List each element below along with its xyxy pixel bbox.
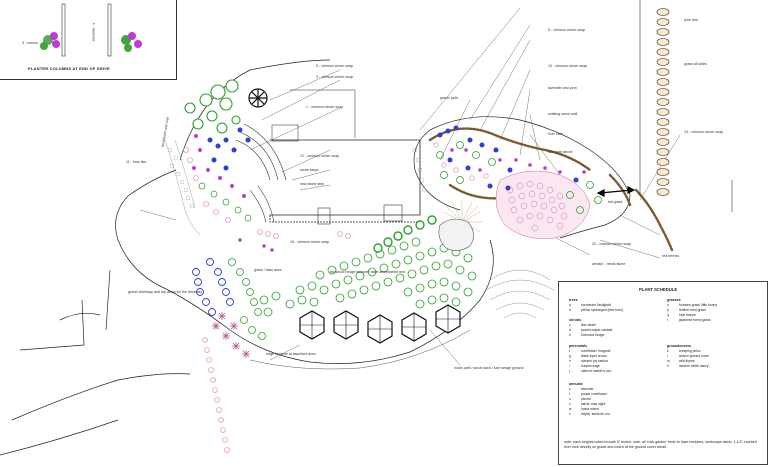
label-grass-lawn: grass / lawn area	[254, 268, 282, 272]
inset-drawing	[40, 3, 142, 57]
hexagon-tree-row	[299, 304, 461, 344]
specimen-tree-left	[248, 88, 268, 108]
label-lavender-pom: lavender and pom	[548, 86, 577, 90]
right-structure	[639, 0, 733, 212]
label-new-stone-step: new stone step	[300, 182, 325, 186]
label-see-note: see note above	[548, 150, 573, 154]
label-crimson-12: 12 - crimson clover snap	[300, 154, 340, 158]
leader-lines	[139, 7, 681, 366]
label-crimson-22: 22 - crimson clover snap	[592, 242, 632, 246]
label-stone-steps: stone steps	[300, 168, 319, 172]
inset-planter-left	[40, 32, 60, 50]
label-edge-of-stone: edge of stone at lawn/bed area	[266, 352, 316, 356]
bed-outlines	[0, 59, 631, 456]
label-tall-grass: tall grass	[608, 200, 623, 204]
label-existing-stone-wall: existing stone wall	[548, 112, 578, 116]
label-aerator: aerator - reeds stone	[592, 262, 626, 266]
bed-edging-lower	[249, 329, 471, 370]
pink-starburst-plants	[212, 312, 250, 358]
schedule-title: PLANT SCHEDULE	[639, 287, 678, 292]
stepping-stone-column	[656, 8, 670, 196]
label-river-rock: river rock	[548, 132, 563, 136]
label-crimson-10: 10 - crimson clover snap	[548, 64, 588, 68]
label-boxwood-hedge: boxwood hedge between lawn and planted b…	[330, 270, 406, 274]
inset-label-1: 3 - crocus	[22, 41, 38, 45]
label-crimson-3: 5 - crimson clover snap	[548, 28, 586, 32]
schedule-section-trees: trees	[569, 298, 578, 302]
pink-bed-right	[495, 170, 591, 239]
lawn-bed-plants	[259, 237, 477, 319]
schedule-note: note: each heights noted include 6" buri…	[564, 440, 757, 449]
label-crimson-16: 16 - crimson clover snap	[290, 240, 330, 244]
label-gravel-path: gravel path	[440, 96, 458, 100]
inset-planter-right	[121, 32, 142, 52]
gravel-path	[164, 139, 427, 236]
pink-groundcover-strip	[202, 229, 351, 453]
dimension-arrow	[596, 186, 636, 197]
boulder	[438, 218, 474, 251]
boxwood-hedge-arc	[373, 215, 437, 253]
label-grass-all-sides: grass all sides	[684, 62, 707, 66]
schedule-section-groundcovers: groundcovers	[667, 344, 691, 348]
label-crimson-2: 3 - crimson clover snap	[316, 75, 354, 79]
blue-plant-column	[192, 258, 234, 316]
inset-title: PLANTER COLUMNS AT END OF DRIVE	[28, 66, 110, 71]
schedule-section-grasses: grasses	[667, 298, 681, 302]
label-blue-flax: 11 - blue flax	[126, 160, 147, 164]
house-outline	[269, 89, 421, 223]
label-crimson-11: 1 - crimson clover snap	[306, 105, 344, 109]
upper-right-bed-plants	[433, 125, 602, 214]
schedule-section-perennials: perennials	[569, 344, 587, 348]
label-red-berries: red berries	[662, 254, 680, 258]
schedule-section-shrubs: shrubs	[569, 318, 581, 322]
left-bed-plants	[183, 79, 268, 223]
schedule-section-annuals: annuals	[569, 382, 583, 386]
magenta-accents	[238, 238, 274, 252]
stone-steps	[235, 123, 403, 225]
inset-planter-columns: 3 - crocus 4 - lavender PLANTER COLUMNS …	[0, 0, 177, 80]
label-rustic-path: rustic path / scrub lawn / lush sedge gr…	[454, 366, 524, 370]
green-plant-column	[228, 258, 266, 340]
label-crimson-1: 5 - crimson clover snap	[316, 64, 354, 68]
label-gravel-driveway: gravel driveway and top dress for the dr…	[128, 290, 203, 294]
label-crimson-14: 14 - crimson clover snap	[684, 130, 724, 134]
label-pine-tree: pine tree	[684, 18, 698, 22]
